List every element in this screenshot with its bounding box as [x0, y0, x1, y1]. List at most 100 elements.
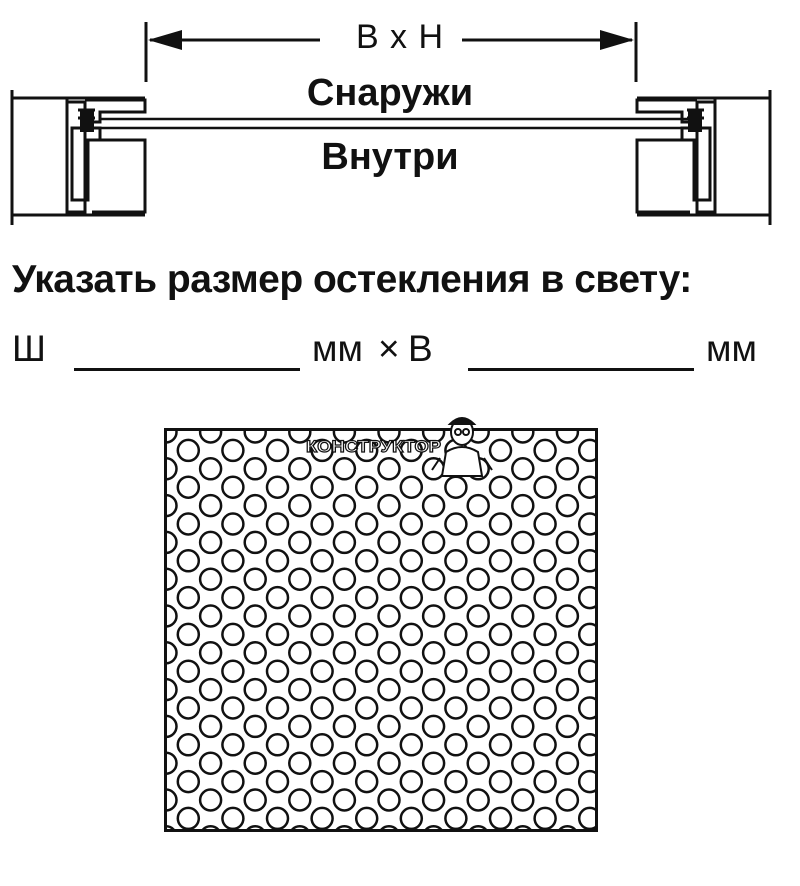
perforation-hole	[288, 677, 312, 702]
perforation-hole	[421, 493, 446, 518]
perforation-hole	[265, 622, 290, 647]
perforation-hole	[165, 677, 178, 702]
perforation-hole	[198, 457, 223, 481]
perforation-hole	[288, 457, 312, 481]
perforation-hole	[399, 769, 424, 794]
perforation-hole	[354, 438, 379, 463]
perforation-hole	[165, 751, 178, 775]
perforation-hole	[533, 659, 557, 683]
perforation-hole	[243, 530, 267, 555]
inside-label: Внутри	[321, 136, 459, 178]
perforation-hole	[399, 659, 424, 683]
perforation-hole	[533, 475, 557, 499]
perforation-hole	[533, 696, 557, 720]
perforation-hole	[377, 677, 401, 702]
perforation-hole	[555, 429, 580, 444]
perforation-hole	[265, 438, 290, 463]
perforation-hole	[265, 806, 290, 831]
perforation-hole	[198, 751, 223, 775]
perforation-hole	[265, 549, 290, 573]
perforation-hole	[377, 429, 401, 444]
width-prefix: Ш	[12, 328, 46, 369]
perforation-hole	[221, 696, 245, 720]
perforation-hole	[444, 659, 468, 683]
perforation-hole	[332, 530, 357, 555]
perforation-hole	[468, 825, 489, 831]
width-unit: мм	[312, 328, 363, 369]
height-blank-field[interactable]	[468, 368, 694, 371]
perforation-hole	[289, 825, 310, 831]
perforation-hole	[165, 641, 178, 665]
perforation-hole	[165, 493, 178, 518]
perforation-hole	[265, 696, 290, 720]
width-blank-field[interactable]	[74, 368, 300, 371]
perforation-hole	[243, 641, 267, 665]
perforation-hole	[288, 493, 312, 518]
perforation-hole	[198, 788, 223, 812]
perforation-hole	[198, 530, 223, 555]
perforation-hole	[288, 641, 312, 665]
perforation-hole	[288, 567, 312, 591]
perforation-hole	[176, 769, 201, 794]
perforation-hole	[511, 429, 535, 444]
perforation-hole	[444, 512, 468, 536]
perforation-hole	[200, 825, 221, 831]
perforation-hole	[243, 457, 267, 481]
perforation-hole	[511, 677, 535, 702]
perforation-hole	[533, 512, 557, 536]
perforation-hole	[533, 549, 557, 573]
perforation-hole	[354, 659, 379, 683]
perforation-hole	[165, 429, 178, 444]
window-profile-diagram	[10, 22, 772, 225]
perforation-hole	[176, 733, 201, 757]
perforation-hole	[288, 604, 312, 628]
perforation-hole	[444, 769, 468, 794]
perforation-hole	[332, 493, 357, 518]
right-frame-profile	[635, 90, 772, 225]
perforation-hole	[557, 825, 578, 831]
perforation-hole	[444, 733, 468, 757]
perforation-hole	[488, 769, 513, 794]
perforation-hole	[399, 475, 424, 499]
perforation-hole	[165, 825, 176, 831]
perforation-hole	[310, 622, 334, 647]
perforation-hole	[334, 825, 355, 831]
perforation-hole	[488, 585, 513, 610]
perforation-hole	[198, 429, 223, 444]
perforation-hole	[466, 530, 490, 555]
perforation-hole	[176, 585, 201, 610]
perforation-hole	[221, 733, 245, 757]
perforation-hole	[377, 604, 401, 628]
perforation-hole	[533, 733, 557, 757]
perforation-hole	[466, 751, 490, 775]
perforation-hole	[265, 659, 290, 683]
size-input-row: Ш мм × В мм	[12, 328, 792, 378]
perforation-hole	[399, 806, 424, 831]
perforation-hole	[488, 806, 513, 831]
perforation-hole	[165, 788, 178, 812]
perforation-hole	[265, 769, 290, 794]
left-frame-profile	[10, 90, 147, 225]
perforation-hole	[466, 641, 490, 665]
perforation-hole	[466, 567, 490, 591]
perforation-hole	[377, 567, 401, 591]
perforation-hole	[488, 733, 513, 757]
perforation-hole	[176, 438, 201, 463]
perforation-hole	[265, 585, 290, 610]
perforation-hole	[354, 475, 379, 499]
perforation-hole	[198, 604, 223, 628]
perforation-hole	[176, 512, 201, 536]
perforation-hole	[466, 604, 490, 628]
perforation-hole	[555, 677, 580, 702]
perforation-hole	[354, 622, 379, 647]
perforation-hole	[533, 585, 557, 610]
perforation-hole	[377, 788, 401, 812]
mascot-icon	[431, 417, 493, 477]
perforation-hole	[310, 438, 334, 463]
perforation-hole	[555, 751, 580, 775]
perforation-hole	[243, 429, 267, 444]
perforation-hole	[421, 714, 446, 739]
perforation-hole	[243, 714, 267, 739]
perforation-hole	[511, 641, 535, 665]
perforation-hole	[332, 457, 357, 481]
